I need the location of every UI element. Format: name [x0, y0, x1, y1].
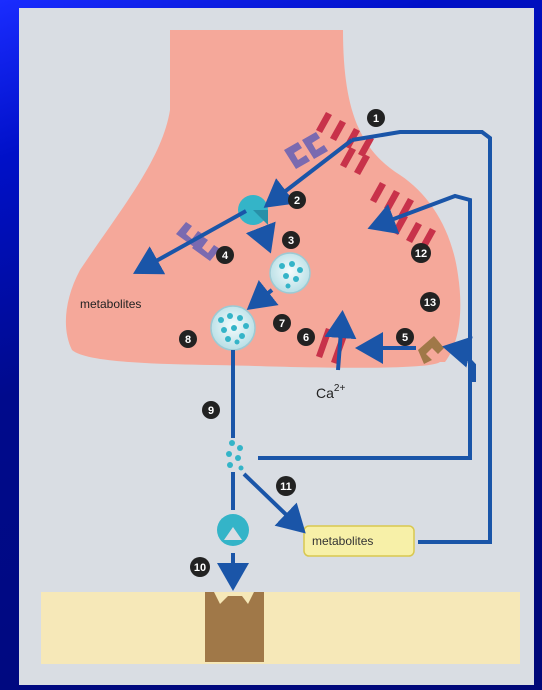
svg-text:10: 10 — [194, 562, 206, 574]
svg-text:12: 12 — [415, 248, 427, 260]
step-badge-6: 6 — [297, 328, 315, 346]
svg-text:6: 6 — [303, 332, 309, 344]
step-badge-9: 9 — [202, 401, 220, 419]
postsynaptic-membrane — [41, 592, 520, 664]
svg-text:7: 7 — [279, 318, 285, 330]
svg-text:1: 1 — [373, 113, 379, 125]
step-badge-3: 3 — [282, 231, 300, 249]
postsynaptic-receptor — [205, 592, 264, 662]
step-badge-7: 7 — [273, 314, 291, 332]
svg-text:4: 4 — [222, 250, 229, 262]
svg-text:13: 13 — [424, 297, 436, 309]
released-transmitter — [226, 440, 244, 471]
metabolites-box-label: metabolites — [312, 534, 373, 548]
svg-text:5: 5 — [402, 332, 408, 344]
svg-text:9: 9 — [208, 405, 214, 417]
step-badge-8: 8 — [179, 330, 197, 348]
calcium-ion-label: Ca2+ — [316, 383, 345, 401]
svg-text:2: 2 — [294, 195, 300, 207]
step-badge-5: 5 — [396, 328, 414, 346]
step-badge-13: 13 — [420, 292, 440, 312]
presynaptic-terminal — [66, 30, 460, 368]
step-badge-12: 12 — [411, 243, 431, 263]
step-badge-4: 4 — [216, 246, 234, 264]
svg-text:8: 8 — [185, 334, 191, 346]
metabolites-left-label: metabolites — [80, 297, 141, 311]
step-badge-2: 2 — [288, 191, 306, 209]
svg-text:3: 3 — [288, 235, 294, 247]
step-badge-11: 11 — [276, 476, 296, 496]
metabolites-box: metabolites — [304, 526, 414, 556]
step-badge-1: 1 — [367, 109, 385, 127]
svg-text:11: 11 — [280, 481, 292, 493]
step-badge-10: 10 — [190, 557, 210, 577]
